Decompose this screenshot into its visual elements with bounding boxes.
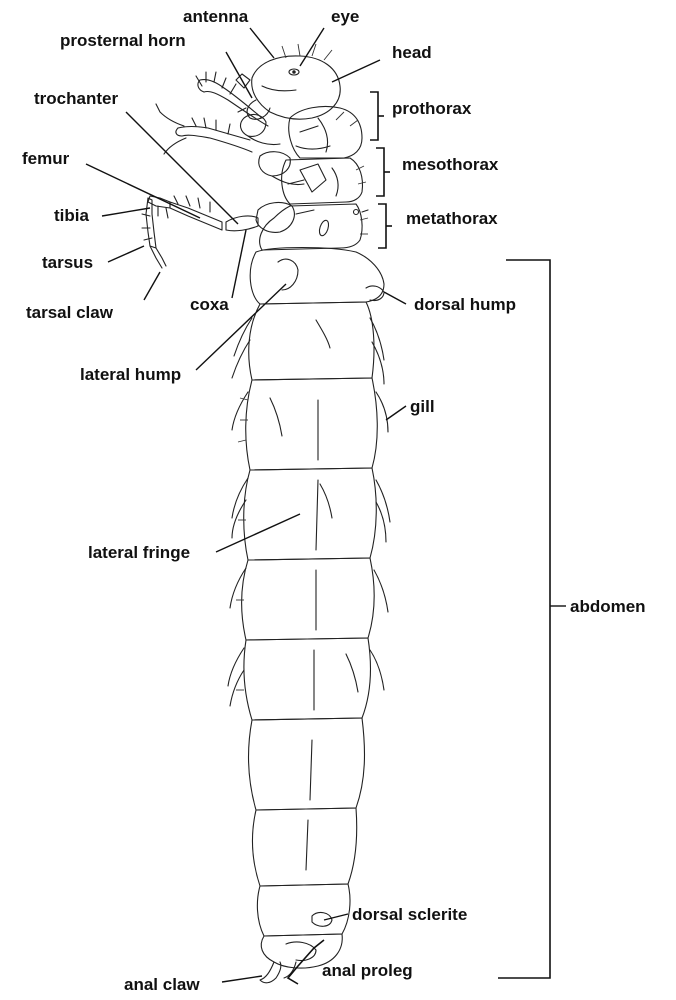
bracket-prothorax (370, 92, 378, 140)
label-coxa: coxa (190, 296, 229, 313)
leader-tibia (102, 208, 150, 216)
abdomen-segment-6 (244, 638, 370, 720)
label-antenna: antenna (183, 8, 248, 25)
lateral-hump-shape (278, 259, 298, 290)
bracket-mesothorax (376, 148, 384, 196)
leader-dorsal-sclerite (324, 914, 348, 920)
leader-head (332, 60, 380, 82)
abdomen-segment-7 (249, 718, 365, 810)
leader-tarsal-claw (144, 272, 160, 300)
label-anal-claw: anal claw (124, 976, 200, 993)
label-mesothorax: mesothorax (402, 156, 498, 173)
leader-antenna (250, 28, 274, 58)
label-dorsal-hump: dorsal hump (414, 296, 516, 313)
label-trochanter: trochanter (34, 90, 118, 107)
trochanter-shape (226, 216, 258, 231)
leader-gill (386, 406, 406, 420)
label-tarsal-claw: tarsal claw (26, 304, 113, 321)
leader-dorsal-hump (384, 292, 406, 304)
tarsal-claw-shape (150, 246, 166, 268)
abdomen-segment-1 (250, 248, 384, 305)
bracket-anal-proleg (288, 940, 324, 984)
mesothorax-segment (282, 158, 363, 204)
leader-coxa (232, 230, 246, 298)
label-dorsal-sclerite: dorsal sclerite (352, 906, 467, 923)
abdomen-segment-8 (253, 808, 357, 886)
label-head: head (392, 44, 432, 61)
label-eye: eye (331, 8, 359, 25)
label-prothorax: prothorax (392, 100, 471, 117)
abdomen-segment-3 (246, 378, 378, 470)
label-tarsus: tarsus (42, 254, 93, 271)
leader-tarsus (108, 246, 144, 262)
abdomen-segment-4 (244, 468, 377, 560)
leader-trochanter (126, 112, 238, 224)
label-metathorax: metathorax (406, 210, 498, 227)
abdomen-segment-2 (249, 302, 374, 380)
label-tibia: tibia (54, 207, 89, 224)
label-anal-proleg: anal proleg (322, 962, 413, 979)
abdomen-segment-9 (257, 884, 350, 936)
leader-femur (86, 164, 200, 218)
leader-lateral-fringe (216, 514, 300, 552)
larva-body (142, 56, 384, 983)
anal-claw-shape (260, 962, 281, 983)
label-gill: gill (410, 398, 435, 415)
bracket-metathorax (378, 204, 386, 248)
label-lateral-fringe: lateral fringe (88, 544, 190, 561)
label-abdomen: abdomen (570, 598, 646, 615)
label-femur: femur (22, 150, 69, 167)
bracket-abdomen (498, 260, 550, 978)
leader-prosternal-horn (226, 52, 252, 98)
leader-anal-claw (222, 976, 262, 982)
label-lateral-hump: lateral hump (80, 366, 181, 383)
label-prosternal-horn: prosternal horn (60, 32, 186, 49)
abdomen-segment-5 (242, 558, 375, 640)
gills (228, 318, 390, 706)
